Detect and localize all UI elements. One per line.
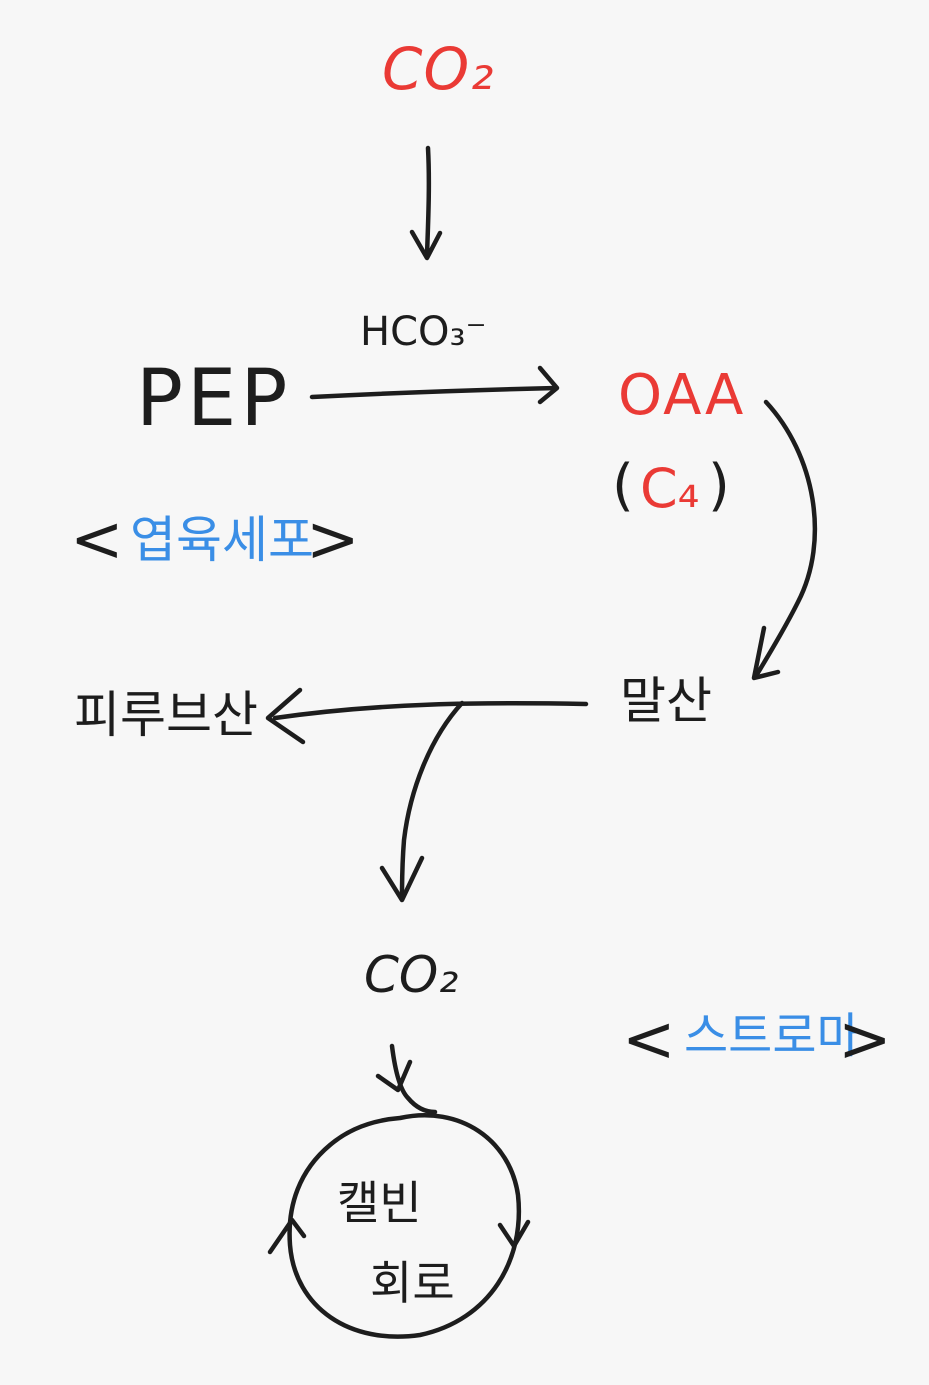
arrowhead-pep-to-oaa [537, 365, 560, 405]
c4-open-paren: ( [612, 453, 634, 518]
bicarbonate-label: HCO₃⁻ [360, 309, 487, 355]
arrowhead-malate-to-co2 [379, 855, 425, 903]
co2-released-label: CO₂ [364, 946, 459, 1004]
leaf-cell-bracket-left: < [70, 503, 124, 577]
arrow-pep-to-oaa [309, 385, 559, 400]
arrow-oaa-to-malate [753, 399, 818, 679]
stroma-bracket-right: > [838, 1003, 892, 1077]
arrow-malate-to-co2 [399, 700, 465, 900]
arrow-malate-to-pyruvate [272, 700, 589, 721]
arrowhead-oaa-to-malate [751, 625, 781, 681]
leaf-cell-region-label: 엽육세포 [130, 511, 314, 569]
calvin-cycle-label-line1: 캘빈 [337, 1176, 422, 1230]
oaa-label: OAA [618, 363, 746, 428]
arrow-co2-to-hco3 [424, 145, 432, 258]
calvin-cycle-label-line2: 회로 [370, 1256, 455, 1310]
arrowhead-co2-to-hco3 [409, 229, 443, 261]
c4-close-paren: ) [708, 453, 730, 518]
calvin-cycle-loop [287, 1113, 522, 1339]
arrowhead-co2-to-calvin [375, 1059, 413, 1093]
arrow-co2-to-calvin [389, 1043, 438, 1115]
c4-label: C₄ [640, 457, 700, 520]
cycle-arrowhead-left [267, 1217, 307, 1255]
pyruvate-label: 피루브산 [74, 686, 258, 744]
arrowhead-malate-to-pyruvate [265, 687, 306, 745]
co2-input-label: CO₂ [382, 35, 495, 103]
cycle-arrowhead-right [497, 1219, 531, 1249]
leaf-cell-bracket-right: > [306, 503, 360, 577]
stroma-region-label: 스트로마 [684, 1008, 861, 1064]
malate-label: 말산 [620, 672, 712, 730]
stroma-bracket-left: < [622, 1003, 676, 1077]
pep-label: PEP [136, 354, 292, 444]
